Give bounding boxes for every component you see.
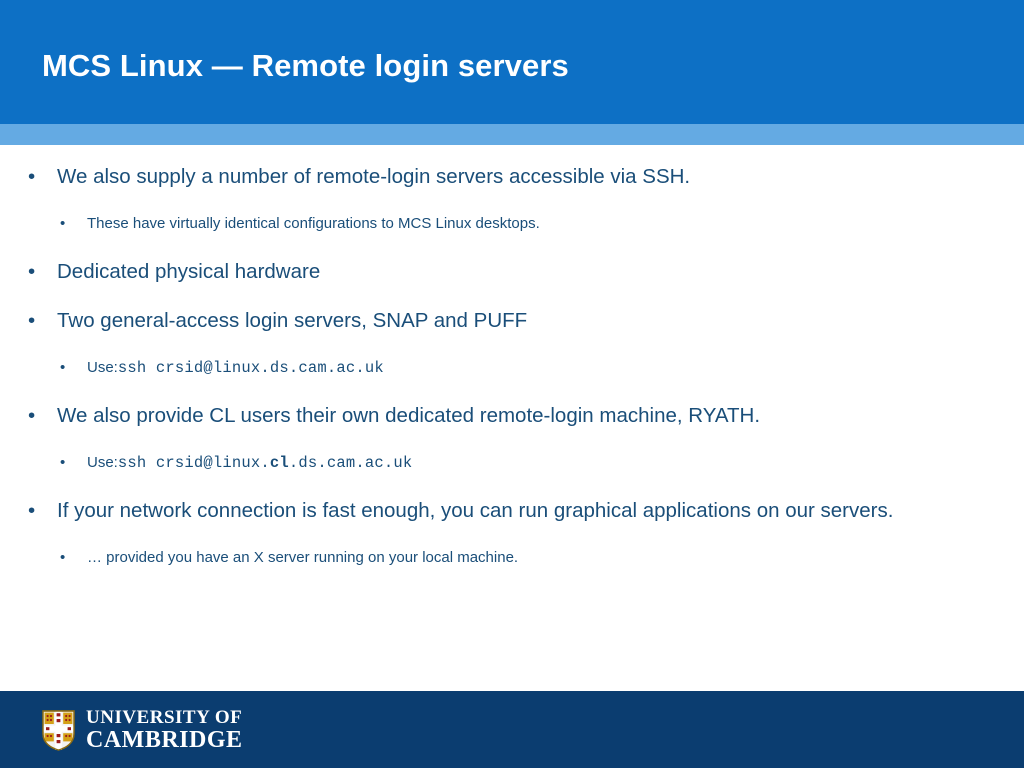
slide-footer-band: UNIVERSITY OF CAMBRIDGE <box>0 691 1024 768</box>
bullet-marker-icon: • <box>60 549 66 566</box>
bullet-marker-icon: • <box>60 215 66 232</box>
bullet-item-level-2: • Use:ssh crsid@linux.ds.cam.ac.uk <box>60 345 1000 391</box>
command-label: Use: <box>87 454 118 471</box>
command-text-part: cl <box>269 454 289 472</box>
command-text-part: ssh crsid@linux. <box>117 454 270 472</box>
bullet-text: These have virtually identical configura… <box>87 215 540 232</box>
bullet-text: We also supply a number of remote-login … <box>57 165 691 188</box>
university-logo-line-2: CAMBRIDGE <box>86 727 243 753</box>
slide-header-accent-stripe <box>0 124 1024 145</box>
bullet-text: Use:ssh crsid@linux.cl.ds.cam.ac.uk <box>87 452 1000 474</box>
slide-body: • We also supply a number of remote-login… <box>0 145 1024 691</box>
command-label: Use: <box>87 359 118 376</box>
bullet-marker-icon: • <box>28 499 36 522</box>
bullet-item-level-2: • These have virtually identical configur… <box>60 201 1000 247</box>
bullet-item-level-2: • … provided you have an X server running… <box>60 535 1000 581</box>
bullet-text: We also provide CL users their own dedic… <box>57 404 761 427</box>
university-logo-text: UNIVERSITY OF CAMBRIDGE <box>86 708 243 753</box>
bullet-text: Use:ssh crsid@linux.ds.cam.ac.uk <box>87 357 1000 379</box>
cambridge-crest-icon <box>42 710 75 751</box>
bullet-item-level-2: • Use:ssh crsid@linux.cl.ds.cam.ac.uk <box>60 440 1000 486</box>
bullet-item-level-1: • Two general-access login servers, SNAP … <box>28 296 1000 345</box>
bullet-text: Two general-access login servers, SNAP a… <box>57 309 528 332</box>
command-text-part: ssh crsid@linux.ds.cam.ac.uk <box>117 359 384 377</box>
bullet-item-level-1: • We also provide CL users their own dedi… <box>28 391 1000 440</box>
bullet-item-level-1: • Dedicated physical hardware <box>28 247 1000 296</box>
bullet-text: If your network connection is fast enoug… <box>57 499 894 522</box>
slide-title: MCS Linux — Remote login servers <box>42 48 569 83</box>
bullet-text: … provided you have an X server running … <box>87 549 519 566</box>
bullet-marker-icon: • <box>28 260 36 283</box>
bullet-list: • We also supply a number of remote-login… <box>0 152 1000 581</box>
university-logo: UNIVERSITY OF CAMBRIDGE <box>42 708 243 753</box>
bullet-item-level-1: • If your network connection is fast enou… <box>28 486 1000 535</box>
bullet-marker-icon: • <box>60 454 66 471</box>
slide-header-band <box>0 0 1024 124</box>
bullet-text: Dedicated physical hardware <box>57 260 321 283</box>
bullet-marker-icon: • <box>28 309 36 332</box>
bullet-item-level-1: • We also supply a number of remote-login… <box>28 152 1000 201</box>
university-logo-line-1: UNIVERSITY OF <box>86 707 243 728</box>
bullet-marker-icon: • <box>28 165 36 188</box>
bullet-marker-icon: • <box>28 404 36 427</box>
bullet-marker-icon: • <box>60 359 66 376</box>
command-text-part: .ds.cam.ac.uk <box>288 454 413 472</box>
